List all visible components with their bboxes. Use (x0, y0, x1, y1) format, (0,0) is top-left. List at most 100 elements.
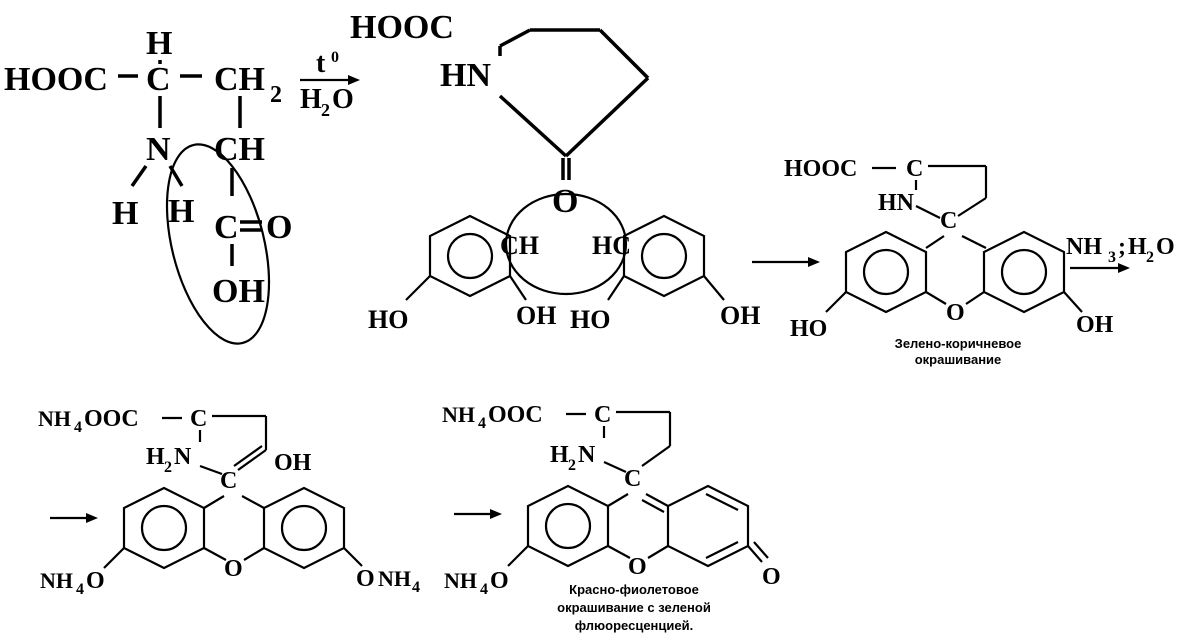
hn-label: HN (878, 190, 915, 216)
highlight-circle (504, 192, 628, 296)
product-2-ammonium-enol: NH 4 OOC C OH H 2 N C O NH 4 O O NH 4 (38, 406, 420, 598)
bond (647, 545, 669, 559)
c-label: C (940, 208, 957, 234)
oh-label: OH (720, 301, 760, 330)
bond (405, 275, 431, 301)
bond (199, 464, 223, 476)
bond (507, 545, 529, 567)
bond (103, 547, 125, 569)
onh4-o: O (356, 566, 375, 592)
o-label: O (86, 568, 105, 594)
benzene-ring (428, 214, 512, 298)
nh4-label: NH (40, 568, 73, 593)
aromatic-circle (446, 232, 494, 280)
resorcinol-left: CH HO OH (368, 214, 556, 334)
h2n-h: H (550, 442, 569, 468)
arrow-heat-water: t 0 H 2 O (300, 48, 360, 120)
bond (509, 275, 527, 301)
o-label: O (490, 568, 509, 594)
caption-line-3: флюоресценцией. (575, 618, 693, 633)
c-label: C (146, 61, 171, 98)
oh-label: OH (274, 450, 312, 476)
bond (925, 235, 945, 249)
arrow-head (348, 75, 360, 85)
c-label: C (594, 402, 611, 428)
bond (203, 495, 225, 509)
c-label: C (214, 209, 239, 246)
bond (965, 291, 985, 305)
nh4-subscript: 4 (478, 415, 486, 432)
o-label: O (552, 183, 578, 220)
double-bond (705, 541, 739, 559)
ooc-label: OOC (84, 406, 139, 432)
benzene-ring (122, 486, 206, 570)
arrow-2 (752, 257, 820, 267)
bond (961, 235, 987, 249)
oh-label: OH (516, 301, 556, 330)
caption-line-1: Зелено-коричневое (895, 336, 1022, 351)
semicolon: ; (1118, 234, 1126, 260)
c-label: C (190, 406, 207, 432)
benzene-ring (844, 230, 928, 314)
c-label: C (220, 468, 237, 494)
ch-label: CH (214, 131, 265, 168)
bond (607, 493, 629, 507)
ring-bond (498, 94, 568, 158)
double-bond (233, 445, 263, 467)
ooc-label: OOC (488, 402, 543, 428)
bond (1063, 291, 1083, 313)
nh4-label: NH (38, 406, 71, 431)
ho-label: HO (368, 305, 408, 334)
pyroglutamic-acid: HOOC HN O (350, 9, 650, 296)
caption-line-2: окрашивание с зеленой (557, 600, 711, 615)
onh4-nh: NH (378, 566, 411, 591)
oh-label: OH (1076, 312, 1114, 338)
ring-bond (598, 28, 650, 80)
aromatic-circle (1000, 248, 1048, 296)
bond (641, 445, 671, 467)
ring-bond (564, 76, 650, 158)
carbonyl-bond (753, 541, 769, 559)
bond (957, 197, 987, 217)
n-label: N (146, 131, 171, 168)
h2n-subscript: 2 (164, 459, 172, 476)
nh4-label: NH (442, 402, 475, 427)
nh4-subscript: 4 (74, 419, 82, 436)
benzene-ring (262, 486, 346, 570)
product-1-green-brown: HOOC C HN C O HO OH Зелено-коричневое ок… (784, 156, 1114, 367)
h2n-n: N (174, 444, 192, 470)
bond (243, 547, 265, 561)
aromatic-circle (280, 504, 328, 552)
oh-label: OH (212, 273, 265, 310)
bond (825, 291, 847, 313)
hooc-label: HOOC (350, 9, 454, 46)
nh3-subscript: 3 (1108, 249, 1116, 266)
ch2-subscript: 2 (270, 82, 282, 108)
arrow-head (490, 509, 502, 519)
o-label: O (762, 564, 781, 590)
o-bridge-label: O (628, 554, 647, 580)
bond (241, 495, 265, 509)
h2o-o: O (1156, 234, 1175, 260)
condition-h2o-sub: 2 (321, 100, 330, 120)
bond (237, 449, 267, 471)
h2o-subscript: 2 (1146, 249, 1154, 266)
ho-label: HO (570, 305, 610, 334)
carbonyl-bond (747, 545, 763, 563)
aromatic-circle (544, 502, 592, 550)
bond (130, 164, 148, 188)
bond (607, 275, 625, 301)
highlight-ellipse (165, 143, 271, 345)
h2n-subscript: 2 (568, 457, 576, 474)
ring-bond (499, 28, 531, 48)
h2n-n: N (578, 442, 596, 468)
bond (343, 547, 363, 567)
aromatic-circle (140, 504, 188, 552)
c-label: C (906, 156, 923, 182)
ch-label: CH (500, 231, 539, 260)
hooc-label: HOOC (4, 61, 108, 98)
caption-line-2: окрашивание (915, 352, 1002, 367)
arrow-head (808, 257, 820, 267)
